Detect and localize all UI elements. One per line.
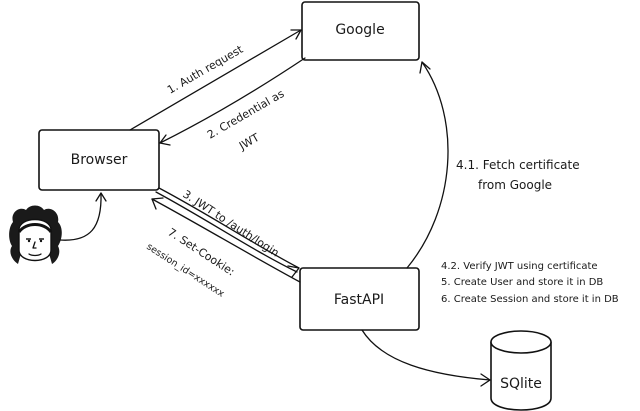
edge-user-browser — [59, 192, 107, 241]
sqlite-label: SQlite — [500, 376, 542, 392]
edge-fetch-certificate — [406, 61, 449, 269]
browser-label: Browser — [71, 152, 128, 168]
set-cookie-label-line2: session_id=xxxxxx — [144, 241, 226, 300]
google-node: Google — [301, 1, 420, 61]
database-cylinder-icon: SQlite — [490, 330, 552, 411]
create-user-note: 5. Create User and store it in DB — [441, 277, 603, 288]
fetch-certificate-line2: from Google — [478, 178, 552, 192]
edge-set-cookie — [151, 197, 301, 283]
browser-node: Browser — [38, 129, 160, 191]
edge-auth-request — [129, 29, 302, 131]
edge-credential-jwt — [159, 57, 306, 146]
user-face-icon — [9, 205, 62, 264]
fetch-certificate-line1: 4.1. Fetch certificate — [456, 158, 580, 172]
edge-store-db — [361, 329, 491, 387]
google-label: Google — [335, 22, 384, 38]
edge-jwt-login — [155, 187, 300, 278]
verify-jwt-note: 4.2. Verify JWT using certificate — [441, 261, 598, 272]
fastapi-node: FastAPI — [299, 267, 420, 331]
fastapi-label: FastAPI — [334, 292, 384, 308]
credential-label-line2: JWT — [236, 131, 262, 153]
create-session-note: 6. Create Session and store it in DB — [441, 294, 619, 305]
